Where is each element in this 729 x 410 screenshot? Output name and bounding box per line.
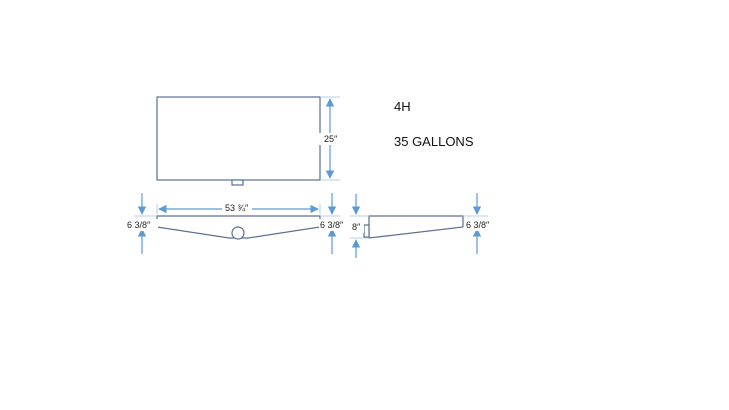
depth-dimension-left-label: 6 3/8″ [127,220,151,230]
end-view-outlet [363,224,370,238]
top-view [156,96,321,186]
front-view [156,215,321,240]
tank-model-label: 4H [394,99,411,114]
tank-capacity-label: 35 GALLONS [394,134,474,149]
height-dimension-label: 25″ [324,134,338,144]
end-depth-dimension-right-label: 6 3/8″ [466,220,490,230]
end-depth-dimension-left-label: 8″ [352,222,361,232]
end-depth-dimension-right: 6 3/8″ [463,193,494,254]
depth-dimension-left: 6 3/8″ [125,193,158,254]
length-dimension: 53 ¾″ [156,202,321,214]
depth-dimension-right-label: 6 3/8″ [320,220,344,230]
end-depth-dimension-left: 8″ [350,194,369,258]
height-dimension: 25″ [318,96,340,181]
top-view-outline [156,96,321,181]
front-view-drain [231,226,245,240]
depth-dimension-right: 6 3/8″ [319,193,349,254]
top-view-fill-port [231,179,244,186]
end-view-outline [368,215,464,239]
end-view [363,215,464,239]
length-dimension-label: 53 ¾″ [225,203,249,213]
